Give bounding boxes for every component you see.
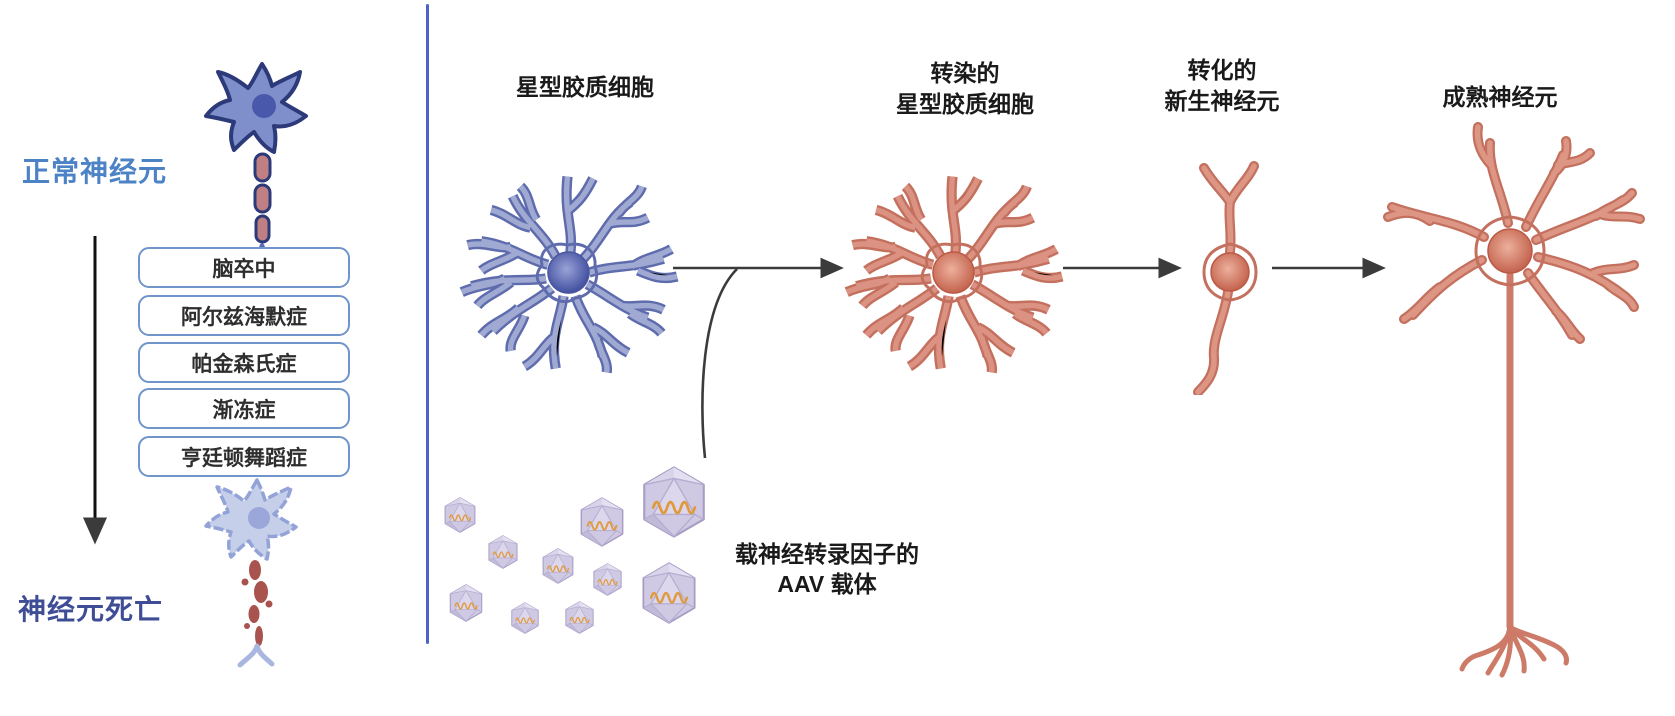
- stage3-text-line2: 新生神经元: [1164, 88, 1280, 115]
- stage-label-mature-neuron: 成熟神经元: [1443, 82, 1558, 113]
- disease-box-parkinsons: 帕金森氏症: [138, 342, 350, 383]
- disease-box-alzheimers: 阿尔兹海默症: [138, 295, 350, 336]
- stage4-text: 成熟神经元: [1442, 84, 1558, 110]
- stage2-text-line2: 星型胶质细胞: [896, 91, 1034, 118]
- disease-box-huntingtons: 亨廷顿舞蹈症: [138, 436, 350, 477]
- stage-label-newborn-neuron: 转化的 新生神经元: [1165, 55, 1280, 117]
- disease-label: 帕金森氏症: [191, 352, 297, 376]
- aav-label-line1: 载神经转录因子的: [735, 541, 919, 567]
- disease-label: 阿尔兹海默症: [181, 305, 307, 329]
- stage2-text-line1: 转染的: [930, 60, 1000, 86]
- disease-label: 脑卒中: [212, 257, 276, 281]
- disease-box-stroke: 脑卒中: [138, 247, 350, 288]
- disease-box-als: 渐冻症: [138, 388, 350, 429]
- normal-neuron-label: 正常神经元: [22, 156, 168, 187]
- aav-vector-label: 载神经转录因子的 AAV 载体: [735, 540, 919, 600]
- dying-neuron-icon: [204, 478, 298, 668]
- stage-label-astrocyte: 星型胶质细胞: [516, 72, 654, 103]
- disease-label: 亨廷顿舞蹈症: [181, 446, 307, 470]
- aav-label-line2: AAV 载体: [777, 570, 877, 597]
- transfected-astrocyte-icon: [835, 157, 1070, 392]
- stage3-text-line1: 转化的: [1187, 57, 1257, 83]
- astrocyte-icon: [450, 157, 685, 392]
- progression-arrow: [83, 236, 107, 545]
- aav-vector-cluster-icon: [444, 466, 706, 634]
- neuron-death-label: 神经元死亡: [18, 594, 164, 625]
- newborn-neuron-icon: [1193, 161, 1259, 395]
- mature-neuron-icon: [1383, 122, 1645, 678]
- stage1-text: 星型胶质细胞: [516, 74, 654, 100]
- stage-label-transfected-astrocyte: 转染的 星型胶质细胞: [896, 58, 1034, 120]
- disease-label: 渐冻症: [212, 398, 276, 422]
- panel-divider: [426, 4, 429, 644]
